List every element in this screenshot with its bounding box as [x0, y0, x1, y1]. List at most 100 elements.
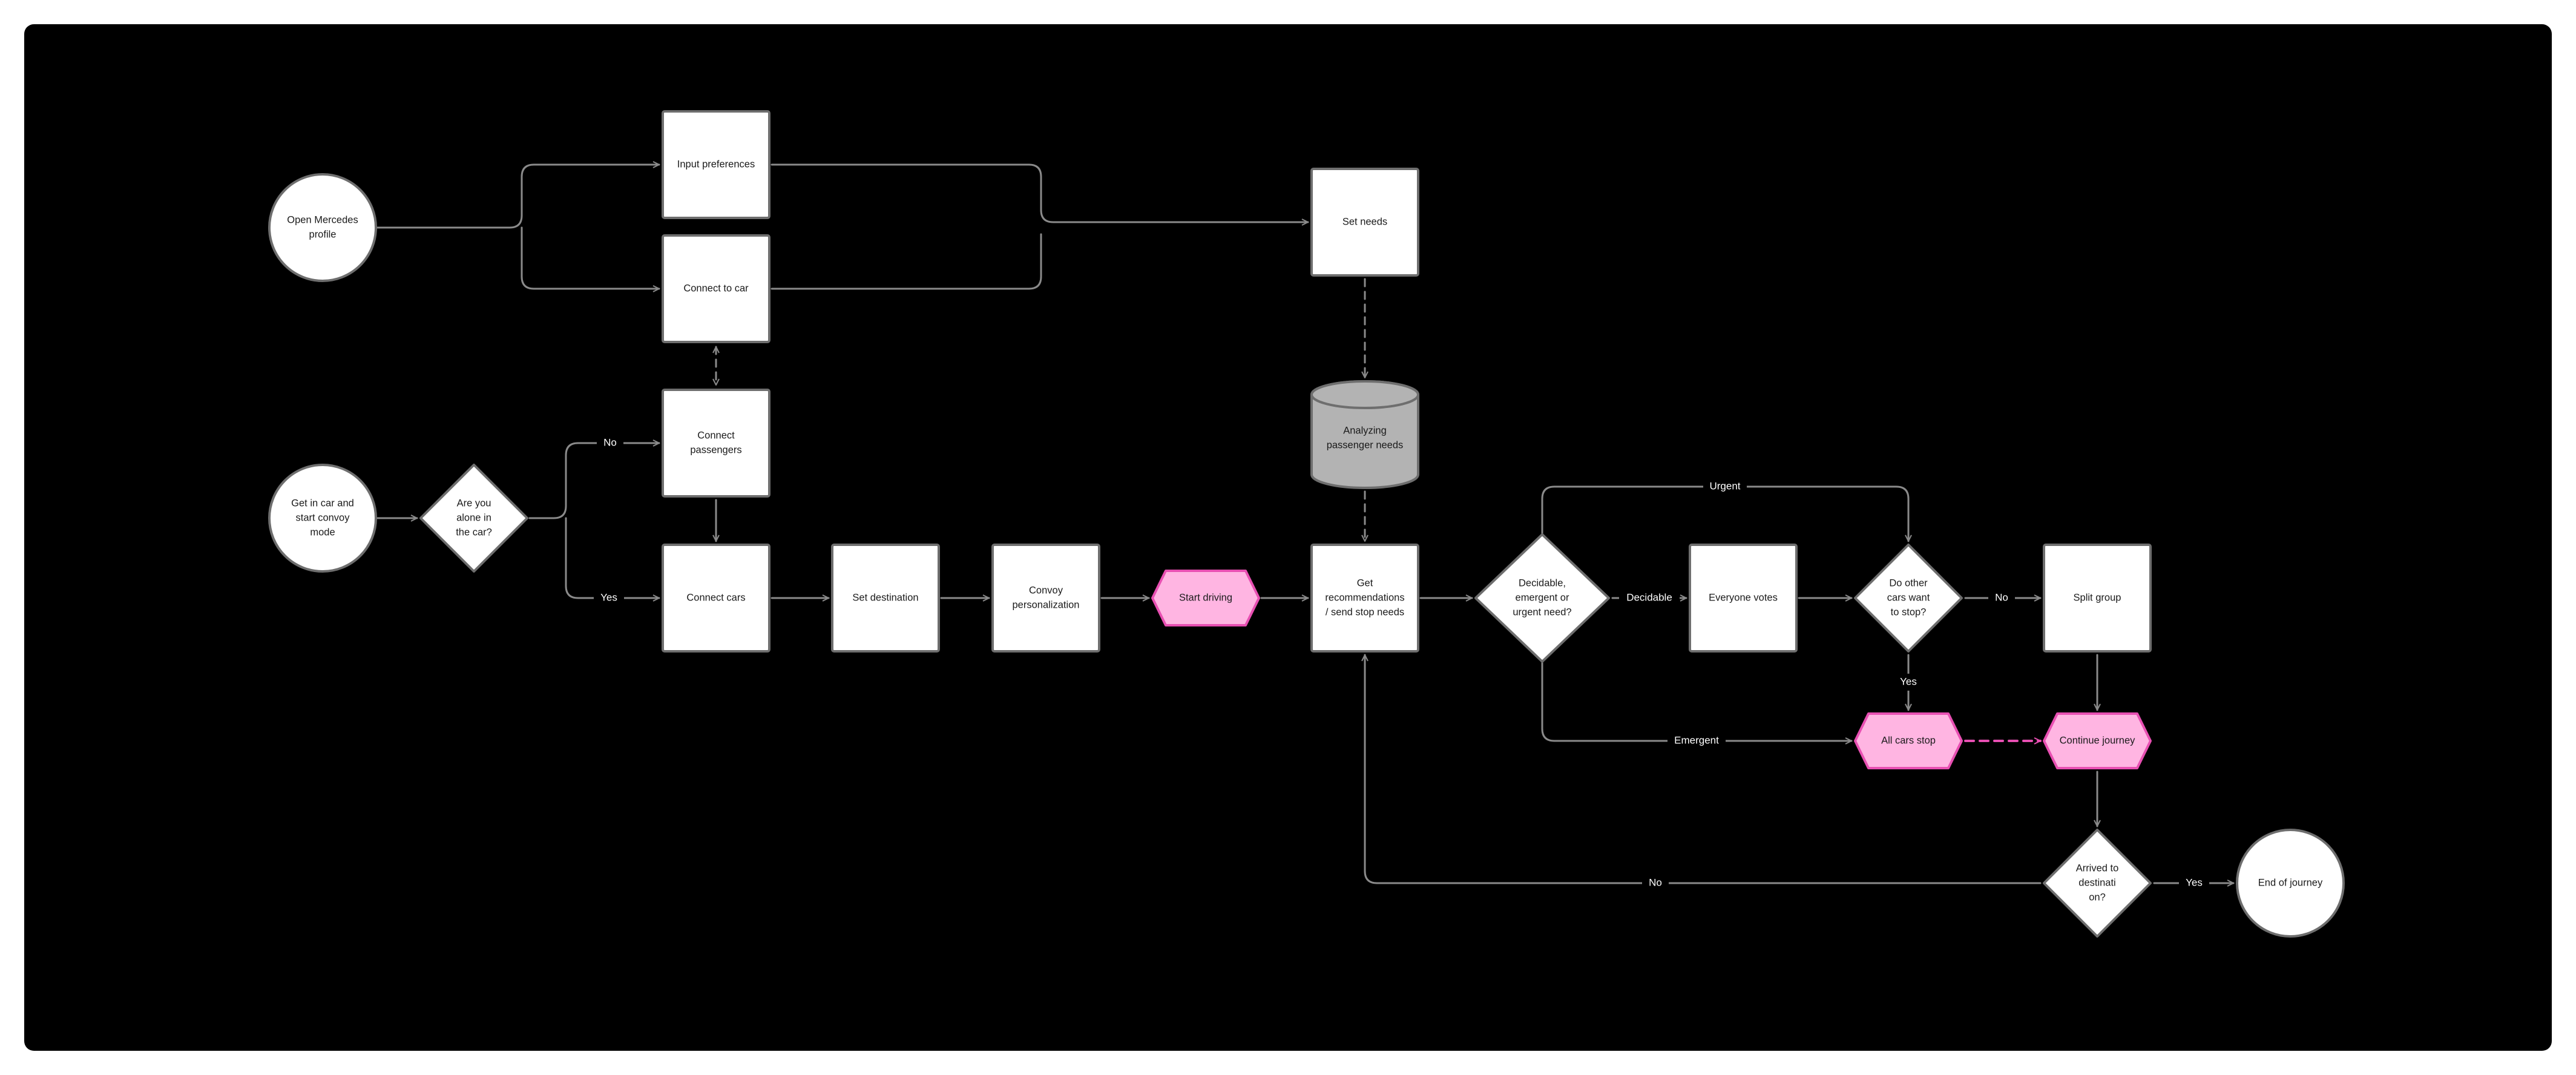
node-analyzing: Analyzing passenger needs	[1310, 380, 1419, 489]
node-label: urgent need?	[1513, 607, 1571, 617]
process-box	[2043, 544, 2152, 653]
node-label: Continue journey	[2060, 735, 2135, 746]
connector-label-background	[1988, 590, 2015, 607]
process-box	[1689, 544, 1798, 653]
connector-alone-no	[528, 443, 660, 519]
node-label: passengers	[690, 444, 741, 455]
node-label: Connect cars	[686, 592, 745, 603]
node-label: Get in car and	[291, 498, 354, 508]
node-label: on?	[2089, 892, 2106, 902]
connector-label-background	[1619, 590, 1680, 607]
node-label: Set needs	[1342, 216, 1387, 227]
node-label: Set destination	[852, 592, 918, 603]
connector-profile-to-car	[521, 226, 660, 289]
terminal-circle	[268, 464, 377, 573]
process-box	[662, 234, 770, 343]
connector-car-to-needs	[770, 233, 1042, 290]
node-label: the car?	[456, 527, 492, 538]
node-label: Convoy	[1029, 585, 1063, 596]
connector-layer	[376, 163, 2235, 884]
terminal-circle	[268, 173, 377, 282]
connector-profile-to-preferences	[376, 165, 660, 229]
connector-label-background	[594, 590, 624, 607]
node-label: Decidable,	[1519, 577, 1566, 588]
node-label: All cars stop	[1881, 735, 1936, 746]
process-box	[662, 544, 770, 653]
connector-label-stop-yes: Yes	[1893, 674, 1924, 691]
node-connect-passengers: Connect passengers	[662, 389, 770, 498]
connector-label-arrived-no: No	[1642, 875, 1669, 892]
connector-label-background	[1893, 674, 1924, 691]
connector-label-text: Emergent	[1674, 734, 1719, 746]
node-need-decision: Decidable, emergent or urgent need?	[1474, 533, 1610, 663]
event-hexagon	[1151, 570, 1260, 626]
node-label: Analyzing	[1343, 425, 1387, 436]
process-box	[662, 389, 770, 498]
connector-label-text: Yes	[600, 591, 617, 603]
connector-alone-yes	[565, 517, 660, 598]
connector-label-text: Decidable	[1626, 591, 1672, 603]
connector-label-text: Urgent	[1709, 480, 1740, 491]
node-set-destination: Set destination	[831, 544, 940, 653]
connector-label-background	[1668, 732, 1726, 749]
process-box	[831, 544, 940, 653]
node-label: mode	[310, 527, 335, 538]
connector-label-text: Yes	[2186, 876, 2203, 888]
node-label: Input preferences	[677, 159, 755, 169]
process-box	[1310, 168, 1419, 277]
node-input-preferences: Input preferences	[662, 110, 770, 219]
connector-label-text: Yes	[1900, 676, 1917, 687]
node-continue-journey: Continue journey	[2043, 712, 2152, 769]
node-label: profile	[309, 229, 337, 240]
node-label: / send stop needs	[1326, 607, 1404, 617]
connector-label-background	[2179, 875, 2209, 892]
node-label: personalization	[1013, 599, 1080, 610]
connector-label-alone-no: No	[597, 435, 623, 452]
connector-preferences-to-needs	[770, 163, 1309, 222]
node-set-needs: Set needs	[1310, 168, 1419, 277]
node-get-in-car: Get in car and start convoy mode	[268, 464, 377, 573]
node-get-recommendations: Get recommendations / send stop needs	[1310, 544, 1419, 653]
node-label: Open Mercedes	[287, 214, 358, 225]
connector-label-emergent: Emergent	[1668, 732, 1726, 749]
node-split-group: Split group	[2043, 544, 2152, 653]
node-label: Connect	[697, 430, 735, 441]
database-cylinder-top	[1310, 380, 1419, 409]
decision-diamond	[1474, 533, 1610, 663]
node-end-of-journey: End of journey	[2236, 829, 2345, 938]
connector-label-background	[1703, 478, 1747, 495]
node-label: Everyone votes	[1709, 592, 1778, 603]
connector-label-decidable: Decidable	[1619, 590, 1680, 607]
node-label: start convoy	[296, 512, 350, 523]
node-label: Are you	[457, 498, 491, 508]
process-box	[662, 110, 770, 219]
node-open-profile: Open Mercedes profile	[268, 173, 377, 282]
node-connect-cars: Connect cars	[662, 544, 770, 653]
connector-label-stop-no: No	[1988, 590, 2015, 607]
connector-label-background	[1642, 875, 1669, 892]
process-box	[991, 544, 1100, 653]
node-convoy-personalization: Convoy personalization	[991, 544, 1100, 653]
decision-diamond	[419, 464, 528, 573]
node-label: End of journey	[2258, 877, 2323, 888]
node-label: Do other	[1889, 577, 1928, 588]
connector-emergent	[1541, 660, 1853, 741]
node-label: to stop?	[1891, 607, 1927, 617]
node-label: Start driving	[1179, 592, 1232, 603]
connector-arrived-no	[1365, 654, 2042, 884]
node-label: emergent or	[1516, 592, 1569, 603]
connector-label-text: No	[1995, 591, 2008, 603]
node-label: passenger needs	[1327, 439, 1404, 450]
process-box	[1310, 544, 1419, 653]
event-hexagon	[2043, 712, 2152, 769]
node-label: Arrived to	[2076, 863, 2119, 873]
connector-label-arrived-yes: Yes	[2179, 875, 2209, 892]
node-label: recommendations	[1325, 592, 1404, 603]
node-label: Connect to car	[683, 283, 749, 294]
connector-label-text: No	[1649, 876, 1662, 888]
node-label: Get	[1357, 577, 1373, 588]
